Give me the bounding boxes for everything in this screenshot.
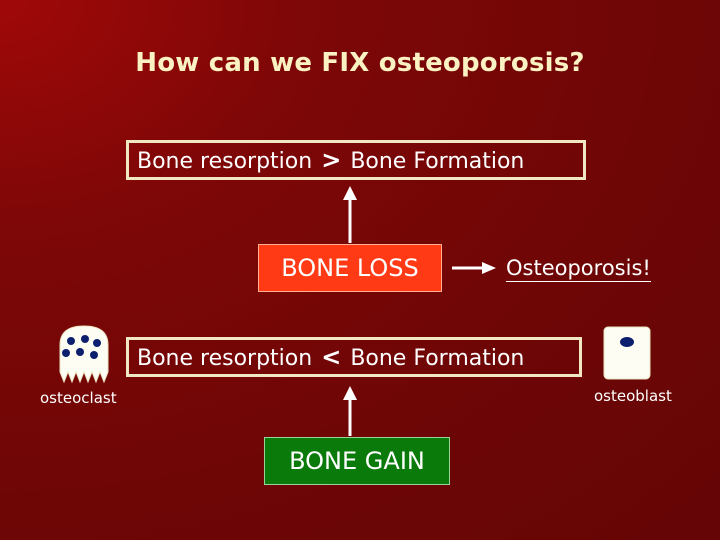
greater-than-operator: > [321,146,342,174]
top-equation-left: Bone resorption [137,149,313,174]
osteoblast-label: osteoblast [594,387,672,405]
osteoclast-label: osteoclast [40,389,117,407]
bone-loss-box: BONE LOSS [258,244,442,292]
osteoporosis-label: Osteoporosis! [506,256,651,282]
slide-title: How can we FIX osteoporosis? [135,48,585,78]
osteoblast-icon [603,326,651,380]
bottom-equation-left: Bone resorption [137,346,313,371]
bottom-equation-box: Bone resorption < Bone Formation [126,337,582,377]
bone-gain-box: BONE GAIN [264,437,450,485]
up-arrow-icon [343,186,357,243]
less-than-operator: < [321,343,342,371]
osteoclast-icon [59,325,109,384]
up-arrow-icon [343,386,357,436]
bottom-equation-right: Bone Formation [350,346,525,371]
top-equation-right: Bone Formation [350,149,525,174]
right-arrow-icon [452,262,496,274]
top-equation-box: Bone resorption > Bone Formation [126,140,586,180]
